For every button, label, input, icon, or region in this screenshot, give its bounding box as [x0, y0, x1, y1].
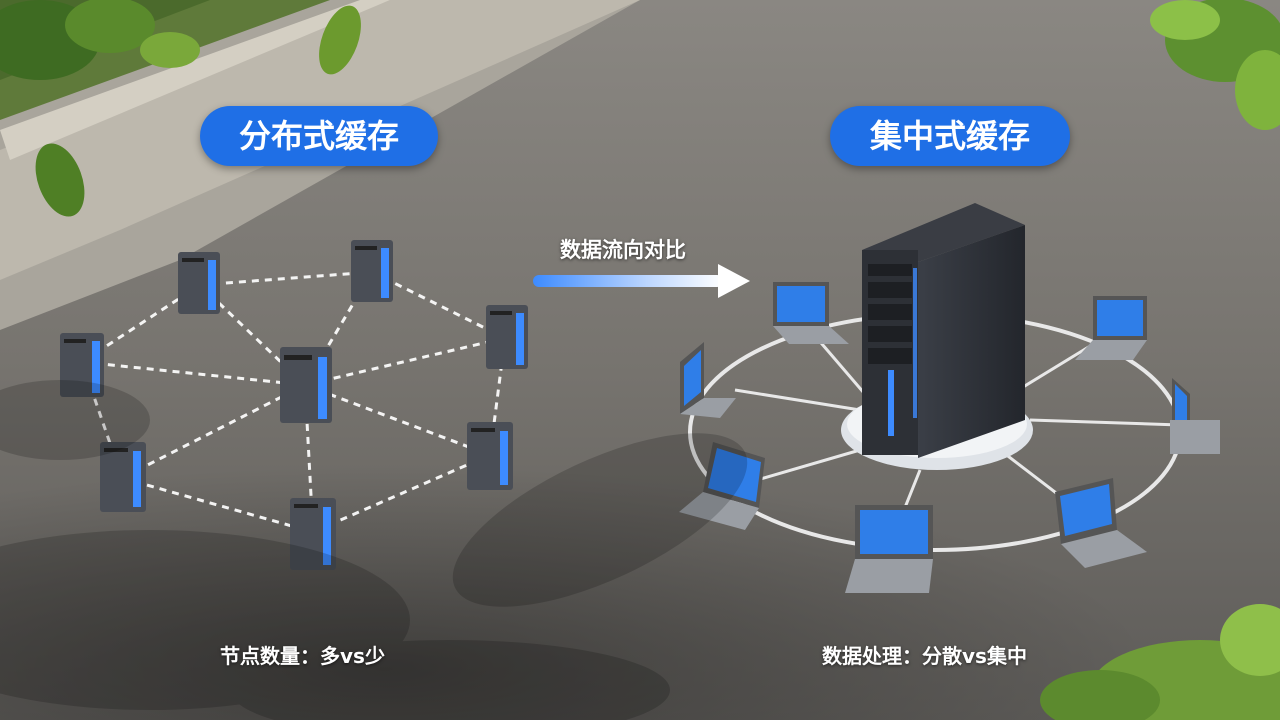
foliage-top-left — [0, 0, 361, 217]
arrow-label: 数据流向对比 — [560, 238, 686, 262]
server-node — [486, 305, 528, 369]
flow-arrow — [533, 264, 750, 298]
laptop — [773, 282, 849, 344]
central-server — [862, 203, 1025, 458]
server-node — [280, 347, 332, 423]
server-node — [351, 240, 393, 302]
foliage-top-right — [1150, 0, 1280, 130]
laptop — [1055, 478, 1147, 568]
foliage-bottom-right — [1040, 604, 1280, 720]
data-processing-caption: 数据处理：分散vs集中 — [822, 644, 1027, 668]
client-laptops — [679, 282, 1220, 593]
server-node — [467, 422, 513, 490]
laptop — [1170, 378, 1220, 454]
centralized-cache-title: 集中式缓存 — [830, 106, 1070, 166]
laptop — [845, 505, 933, 593]
laptop — [679, 442, 765, 530]
server-node — [100, 442, 146, 512]
node-count-caption: 节点数量：多vs少 — [220, 644, 385, 668]
laptop — [1075, 296, 1147, 360]
laptop — [680, 342, 736, 418]
distributed-cache-title: 分布式缓存 — [200, 106, 438, 166]
distributed-nodes — [60, 240, 528, 570]
server-node — [290, 498, 336, 570]
tree-shadows — [0, 380, 748, 720]
server-node — [178, 252, 220, 314]
server-node — [60, 333, 104, 397]
